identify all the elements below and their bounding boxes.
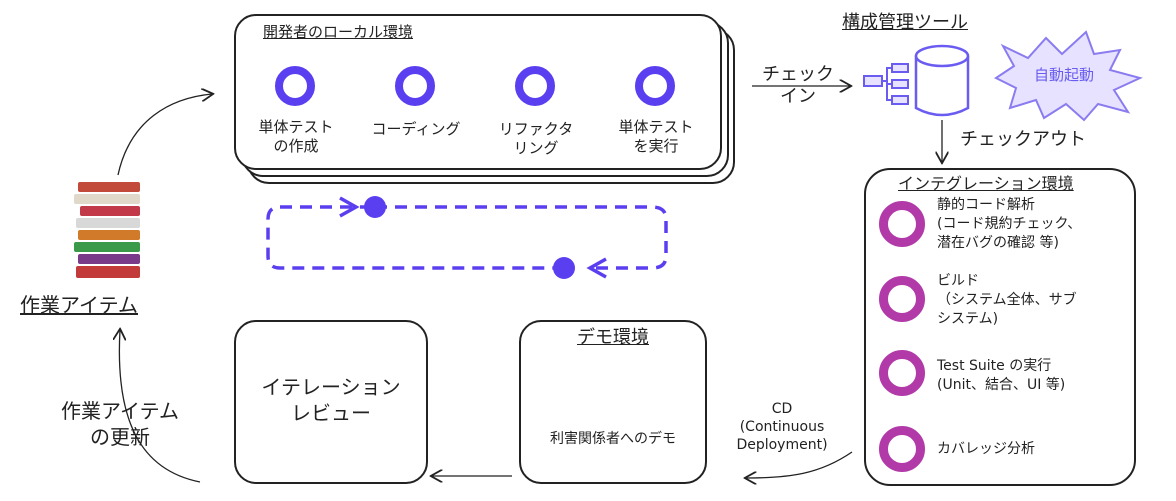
loop-arrowhead-bottom [586,257,607,279]
server-tree-icon [863,63,909,105]
step-ring-2 [395,66,435,106]
auto-start-burst [994,30,1143,122]
step-label-4: 単体テストを実行 [618,118,694,155]
integration-title: インテグレーション環境 [898,174,1074,193]
int-ring-1 [879,201,925,247]
demo-env-title: デモ環境 [577,327,649,348]
cd-arrow [746,451,853,478]
loop-dot-top [364,196,386,218]
cm-tool-title: 構成管理ツール [842,12,968,33]
dev-loop-right [375,205,668,270]
step-ring-3 [515,66,555,106]
step-ring-4 [635,66,675,106]
iteration-review-label: イテレーションレビュー [261,375,401,425]
work-items-update-label: 作業アイテムの更新 [61,399,179,449]
int-step-4: カバレッジ分析 [937,441,1035,457]
step-label-1: 単体テストの作成 [258,118,334,155]
loop-arrowhead-top [339,196,360,218]
int-ring-3 [879,350,925,396]
local-env-title: 開発者のローカル環境 [263,23,414,41]
step-label-2: コーディング [371,120,461,138]
work-items-label: 作業アイテム [20,293,138,317]
work-to-local-arrow [117,94,212,176]
database-icon [914,44,970,117]
books-icon [72,182,148,282]
update-arrow [119,330,201,483]
step-label-3: リファクタリング [498,120,574,157]
int-step-2: ビルド（システム全体、サブシステム) [937,273,1077,327]
demo-env-body: 利害関係者へのデモ [550,431,676,447]
int-step-1: 静的コード解析(コード規約チェック、潜在バグの確認 等) [937,197,1082,251]
dev-loop [266,205,560,270]
int-step-3: Test Suite の実行(Unit、結合、UI 等) [937,358,1066,393]
int-ring-2 [879,276,925,322]
step-ring-1 [275,66,315,106]
checkin-label: チェックイン [762,64,834,107]
int-ring-4 [879,426,925,472]
loop-dot-bottom [553,257,575,279]
checkout-label: チェックアウト [960,129,1086,150]
demo-env-box [519,320,707,484]
iteration-review-box [234,320,428,484]
auto-start-label: 自動起動 [1034,66,1095,84]
